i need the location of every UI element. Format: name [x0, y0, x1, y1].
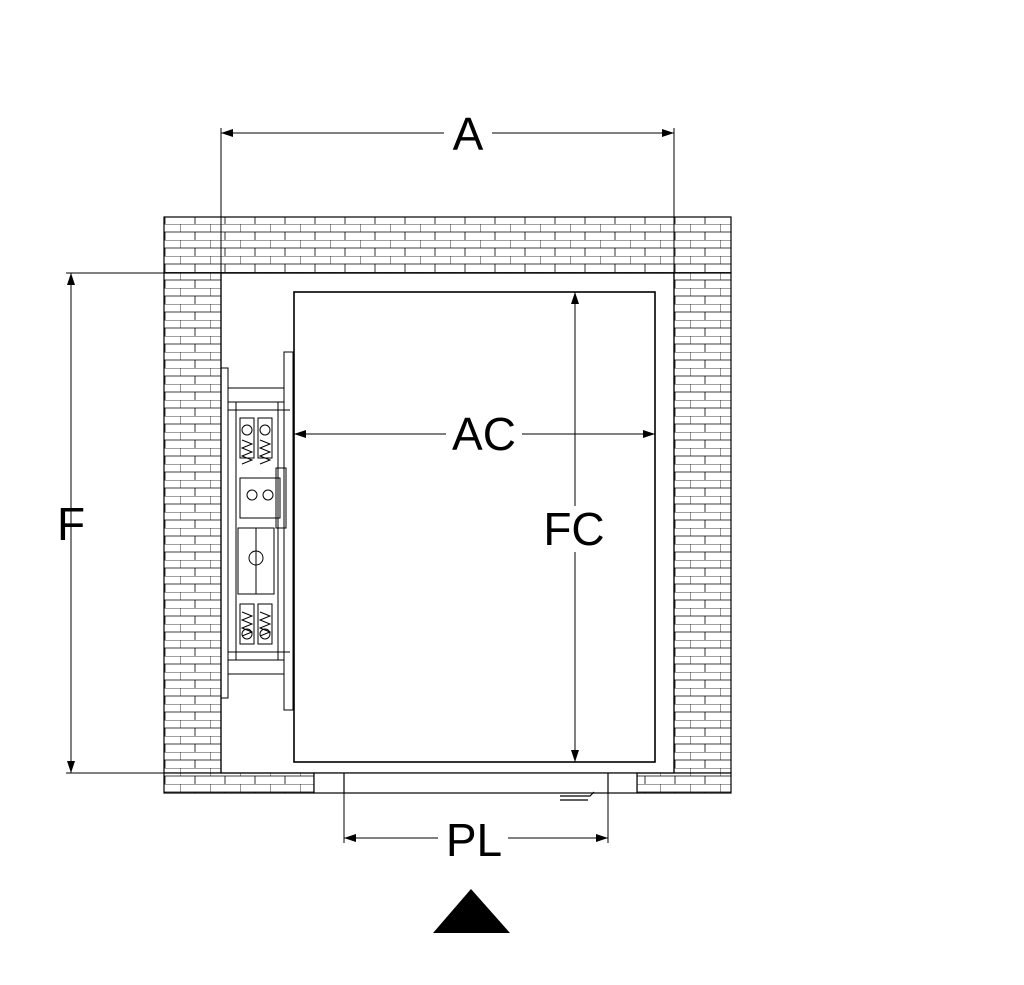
triangle-up-icon [433, 889, 510, 933]
wall-bottom-left [163, 772, 315, 794]
wall-top [163, 216, 732, 274]
label-f: F [57, 498, 85, 550]
car-outline [293, 291, 656, 763]
wall-bottom-right [636, 772, 732, 794]
wall-right [673, 272, 732, 774]
wall-left [163, 272, 222, 774]
label-ac: AC [452, 408, 516, 460]
guide-rail-assembly [220, 351, 294, 711]
label-pl: PL [446, 814, 502, 866]
label-fc: FC [543, 503, 604, 555]
entrance-doors [313, 772, 638, 801]
shaft-walls [163, 216, 732, 794]
door-sill [313, 772, 638, 794]
label-backgrounds [438, 112, 610, 860]
label-a: A [453, 108, 484, 160]
